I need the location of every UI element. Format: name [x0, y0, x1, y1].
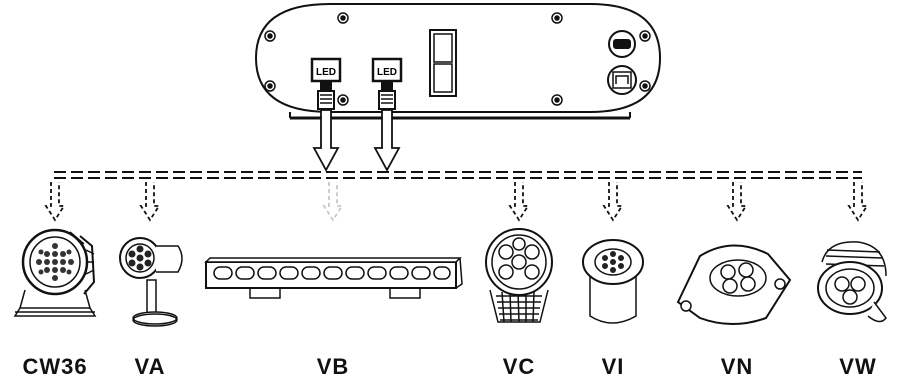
- label-va: VA: [134, 354, 166, 379]
- screw-icons: [264, 12, 651, 106]
- drop-arrows: [44, 182, 869, 222]
- fixture-vw: [817, 241, 887, 323]
- led-port-2: LED: [371, 57, 403, 110]
- dashed-bus: [54, 171, 862, 179]
- led-port-1: LED: [310, 57, 342, 110]
- usb-port-icon: [607, 65, 637, 95]
- led-port-1-label: LED: [316, 67, 336, 78]
- display-window: [429, 29, 457, 97]
- output-arrows: [312, 109, 401, 172]
- power-switch-icon: [608, 30, 636, 58]
- drop-arrow-va: [139, 182, 161, 222]
- drop-arrow-vc: [508, 182, 530, 222]
- label-vn: VN: [720, 354, 754, 379]
- fixture-vn: [676, 244, 792, 325]
- fixture-cw36: [13, 228, 97, 317]
- label-vb: VB: [316, 354, 350, 379]
- output-arrow-2: [373, 109, 401, 172]
- output-arrow-1: [312, 109, 340, 172]
- fixture-vc: [485, 228, 553, 323]
- drop-arrow-vn: [726, 182, 748, 222]
- fixture-va: [119, 237, 183, 327]
- label-cw36: CW36: [22, 354, 88, 379]
- drop-arrow-vb: [322, 182, 344, 222]
- drop-arrow-vi: [602, 182, 624, 222]
- label-vw: VW: [839, 354, 877, 379]
- fixture-vi: [582, 239, 644, 324]
- drop-arrow-vw: [847, 182, 869, 222]
- controller-unit: [254, 3, 662, 120]
- label-vi: VI: [601, 354, 625, 379]
- drop-arrow-cw36: [44, 182, 66, 222]
- label-vc: VC: [502, 354, 536, 379]
- led-port-2-label: LED: [377, 67, 397, 78]
- controller-body: [254, 3, 662, 113]
- fixture-vb: [204, 257, 463, 299]
